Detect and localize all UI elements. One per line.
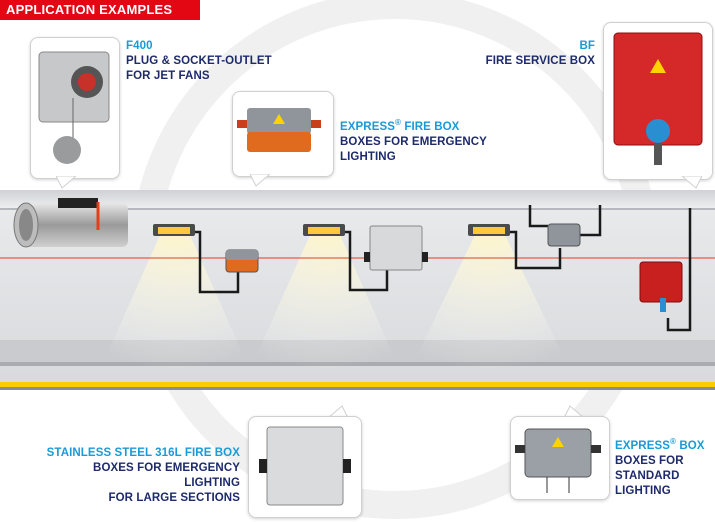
express-emergency-card	[232, 91, 334, 177]
express-emergency-title: EXPRESS® FIRE BOX	[340, 118, 460, 133]
section-header: APPLICATION EXAMPLES	[0, 0, 200, 20]
stainless-label: STAINLESS STEEL 316L FIRE BOX BOXES FOR …	[40, 446, 240, 506]
stainless-title: STAINLESS STEEL 316L FIRE BOX	[46, 447, 240, 459]
header-title: APPLICATION EXAMPLES	[6, 2, 173, 17]
f400-line2: FOR JET FANS	[126, 70, 210, 82]
stainless-line1: BOXES FOR EMERGENCY LIGHTING	[93, 462, 240, 489]
express-emergency-label: EXPRESS® FIRE BOX BOXES FOR EMERGENCY LI…	[340, 115, 490, 165]
express-emergency-line2: LIGHTING	[340, 150, 396, 163]
express-standard-label: EXPRESS® BOX BOXES FOR STANDARD LIGHTING	[615, 434, 711, 499]
jet-fan	[13, 198, 128, 248]
express-box-icon	[515, 428, 601, 493]
bf-line1: FIRE SERVICE BOX	[485, 55, 595, 67]
express-standard-card	[510, 416, 610, 500]
express-standard-pointer	[564, 405, 584, 418]
express-emergency-pointer	[250, 174, 270, 187]
plug-socket-icon	[38, 51, 110, 164]
f400-product-card	[30, 37, 120, 179]
f400-line1: PLUG & SOCKET-OUTLET	[126, 55, 272, 67]
bf-pointer	[682, 176, 702, 189]
express-fire-box-icon	[237, 108, 321, 152]
tunnel-scene	[0, 190, 715, 390]
express-standard-line2: STANDARD	[615, 469, 680, 482]
express-standard-line1: BOXES FOR	[615, 454, 684, 467]
bf-product-card	[603, 22, 713, 180]
f400-pointer	[56, 176, 76, 189]
stainless-product-card	[248, 416, 362, 518]
bf-label: BF FIRE SERVICE BOX	[455, 39, 595, 69]
express-standard-title: EXPRESS® BOX	[615, 437, 705, 452]
stainless-fire-box-icon	[259, 426, 351, 506]
express-emergency-line1: BOXES FOR EMERGENCY	[340, 135, 487, 148]
stainless-pointer	[328, 405, 348, 418]
f400-label: F400 PLUG & SOCKET-OUTLET FOR JET FANS	[126, 39, 276, 84]
f400-title: F400	[126, 40, 153, 52]
stainless-line2: FOR LARGE SECTIONS	[108, 492, 240, 504]
fire-service-box-icon	[613, 32, 703, 165]
express-standard-line3: LIGHTING	[615, 484, 671, 497]
bf-title: BF	[579, 40, 595, 52]
